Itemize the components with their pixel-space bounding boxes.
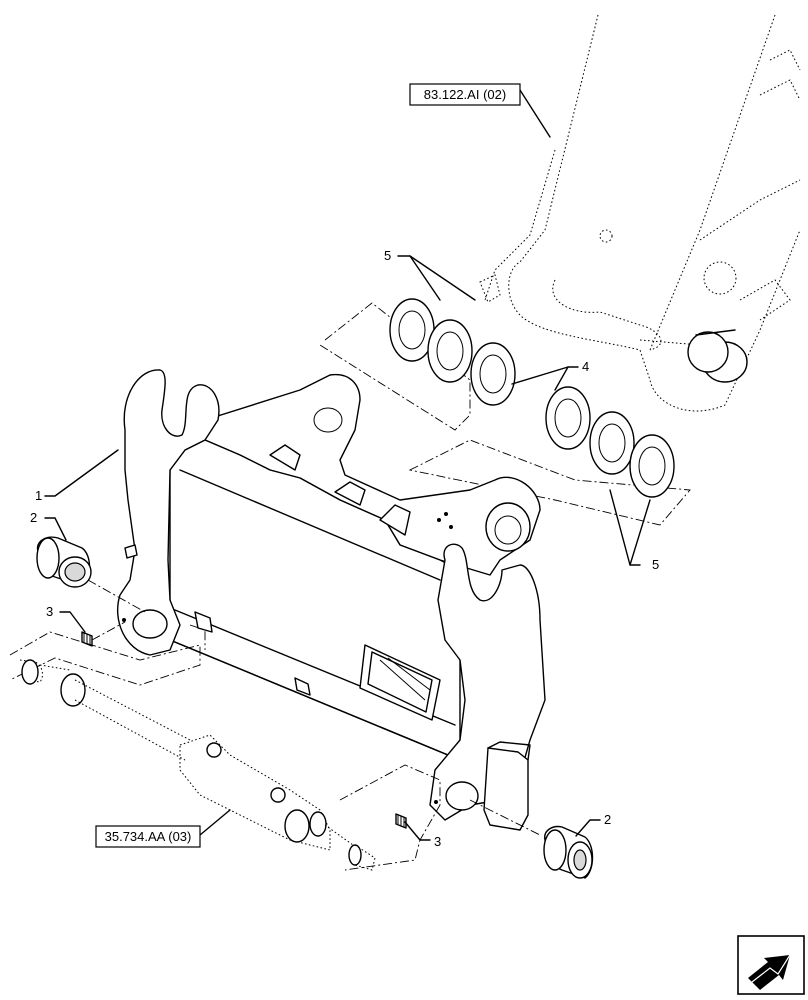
callout-3-left: 3 <box>46 604 53 619</box>
callout-2-left: 2 <box>30 510 37 525</box>
shim-washer <box>470 342 516 406</box>
centerline <box>469 799 541 836</box>
leader-dashed <box>339 764 441 871</box>
callout-4: 4 <box>582 359 589 374</box>
callout-3-right: 3 <box>434 834 441 849</box>
bushing-left <box>36 536 92 588</box>
boom-arm <box>479 14 801 412</box>
leader-dashed <box>189 624 206 650</box>
leader-lines <box>44 89 651 841</box>
shim-washer <box>545 386 591 450</box>
shim-group-upper <box>319 298 516 431</box>
quick-coupler-frame <box>116 369 546 831</box>
callout-5-right: 5 <box>652 557 659 572</box>
set-screw-left <box>81 631 93 647</box>
callout-1: 1 <box>35 488 42 503</box>
shim-washer <box>589 411 635 475</box>
bushing-right <box>543 825 594 879</box>
centerline <box>91 621 126 641</box>
shim-group-lower <box>408 386 691 526</box>
set-screw-right <box>395 813 407 829</box>
leader-dashed <box>9 631 201 686</box>
callout-5-top: 5 <box>384 248 391 263</box>
next-page-arrow-icon[interactable] <box>737 935 805 995</box>
ref-label-cylinder: 35.734.AA (03) <box>105 829 192 844</box>
ref-box-boom: 83.122.AI (02) <box>409 83 521 106</box>
locking-cylinder <box>19 659 376 871</box>
shim-washer <box>427 319 473 383</box>
ref-label-boom: 83.122.AI (02) <box>424 87 506 102</box>
callout-2-right: 2 <box>604 812 611 827</box>
shim-washer <box>629 434 675 498</box>
ref-box-cylinder: 35.734.AA (03) <box>95 825 201 848</box>
centerline <box>87 579 146 613</box>
